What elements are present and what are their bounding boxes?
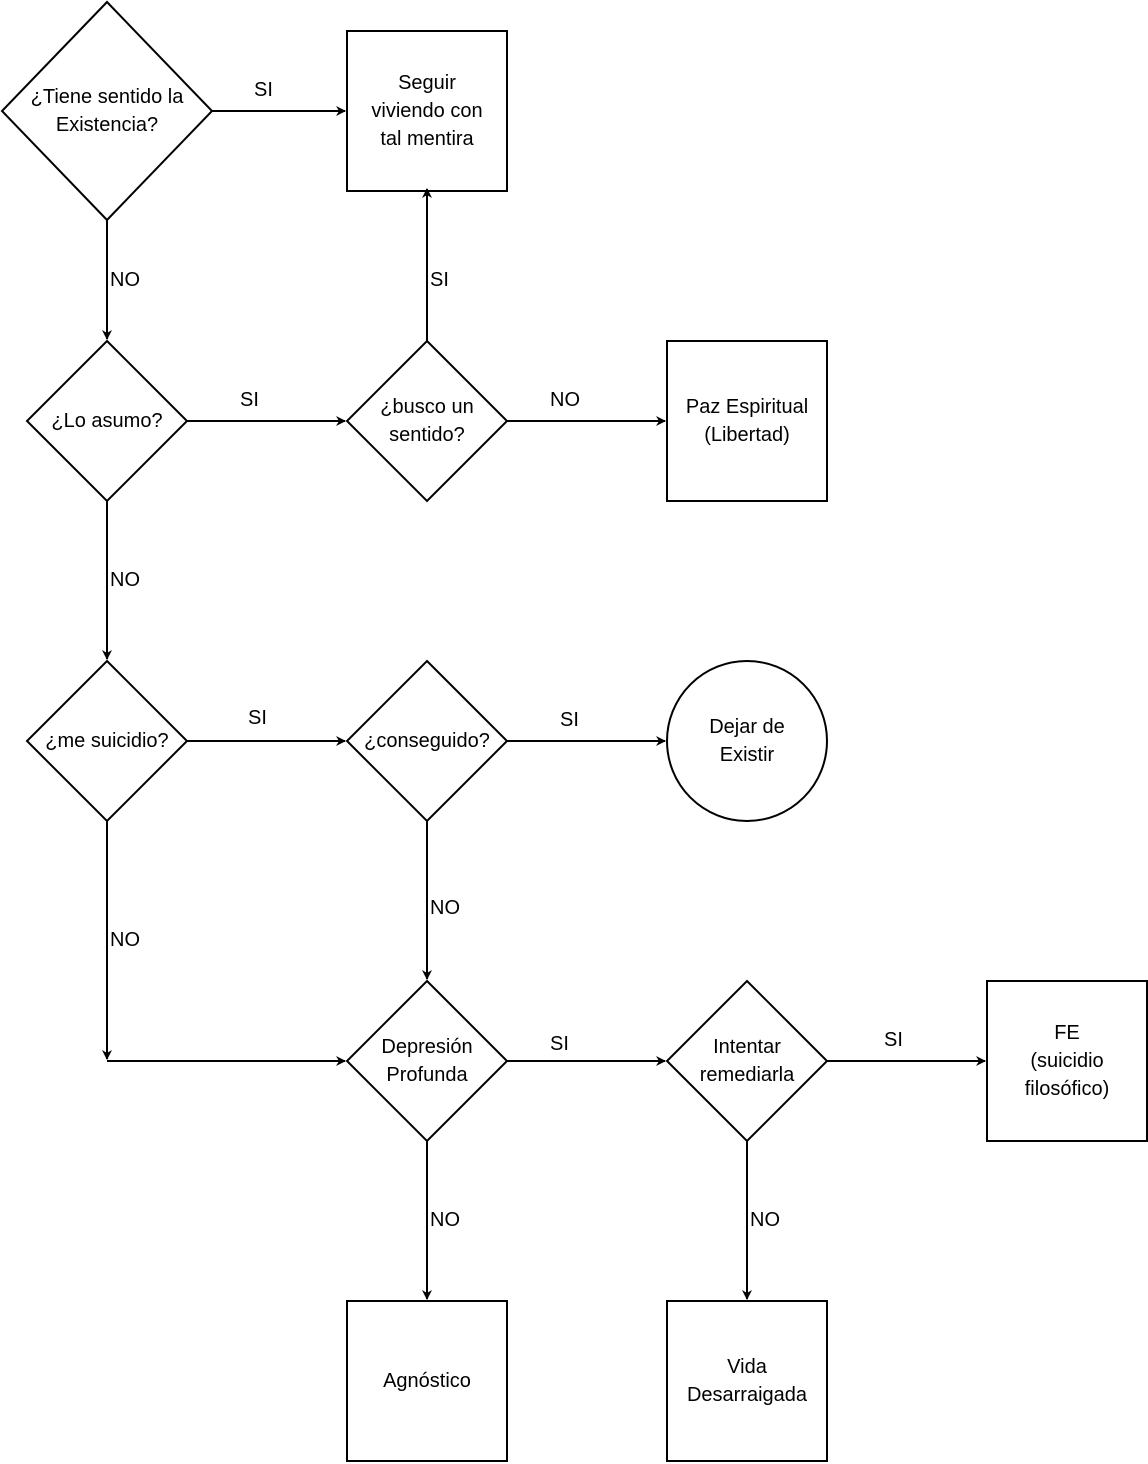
decision-conseguido: ¿conseguido? bbox=[364, 730, 490, 752]
decision-busco-sentido-shape bbox=[345, 339, 509, 503]
edge-label-busco-no: NO bbox=[550, 389, 580, 411]
edge-label-conseguido-no: NO bbox=[430, 897, 460, 919]
edge-label-conseguido-si: SI bbox=[560, 709, 579, 731]
box-fe: FE (suicidio filosófico) bbox=[1024, 1022, 1110, 1100]
box-vida-shape bbox=[666, 1300, 828, 1462]
edge-label-depresion-si: SI bbox=[550, 1033, 569, 1055]
box-paz-espiritual: Paz Espiritual (Libertad) bbox=[685, 396, 809, 446]
decision-tiene-sentido: ¿Tiene sentido la Existencia? bbox=[30, 86, 184, 136]
decision-lo-asumo: ¿Lo asumo? bbox=[51, 410, 163, 432]
edge-label-suicidio-si: SI bbox=[248, 707, 267, 729]
edge-label-asumo-si: SI bbox=[240, 389, 259, 411]
box-agnostico: Agnóstico bbox=[383, 1370, 471, 1392]
terminal-dejar-existir-shape bbox=[666, 660, 828, 822]
decision-me-suicidio: ¿me suicidio? bbox=[45, 730, 169, 752]
box-paz-espiritual-shape bbox=[666, 340, 828, 502]
edge-label-tiene-no: NO bbox=[110, 269, 140, 291]
box-vida: Vida Desarraigada bbox=[686, 1356, 808, 1406]
edge-label-busco-si: SI bbox=[430, 269, 449, 291]
decision-busco-sentido: ¿busco un sentido? bbox=[380, 396, 474, 446]
box-seguir-viviendo: Seguir viviendo con tal mentira bbox=[371, 72, 483, 150]
decision-intentar: Intentar remediarla bbox=[699, 1036, 795, 1086]
edge-label-asumo-no: NO bbox=[110, 569, 140, 591]
edge-label-intentar-si: SI bbox=[884, 1029, 903, 1051]
terminal-dejar-existir: Dejar de Existir bbox=[709, 716, 785, 766]
edge-label-tiene-si: SI bbox=[254, 79, 273, 101]
edge-label-suicidio-no: NO bbox=[110, 929, 140, 951]
decision-depresion: Depresión Profunda bbox=[381, 1036, 473, 1086]
edge-label-depresion-no: NO bbox=[430, 1209, 460, 1231]
edge-label-intentar-no: NO bbox=[750, 1209, 780, 1231]
box-agnostico-shape bbox=[346, 1300, 508, 1462]
box-fe-shape bbox=[986, 980, 1148, 1142]
